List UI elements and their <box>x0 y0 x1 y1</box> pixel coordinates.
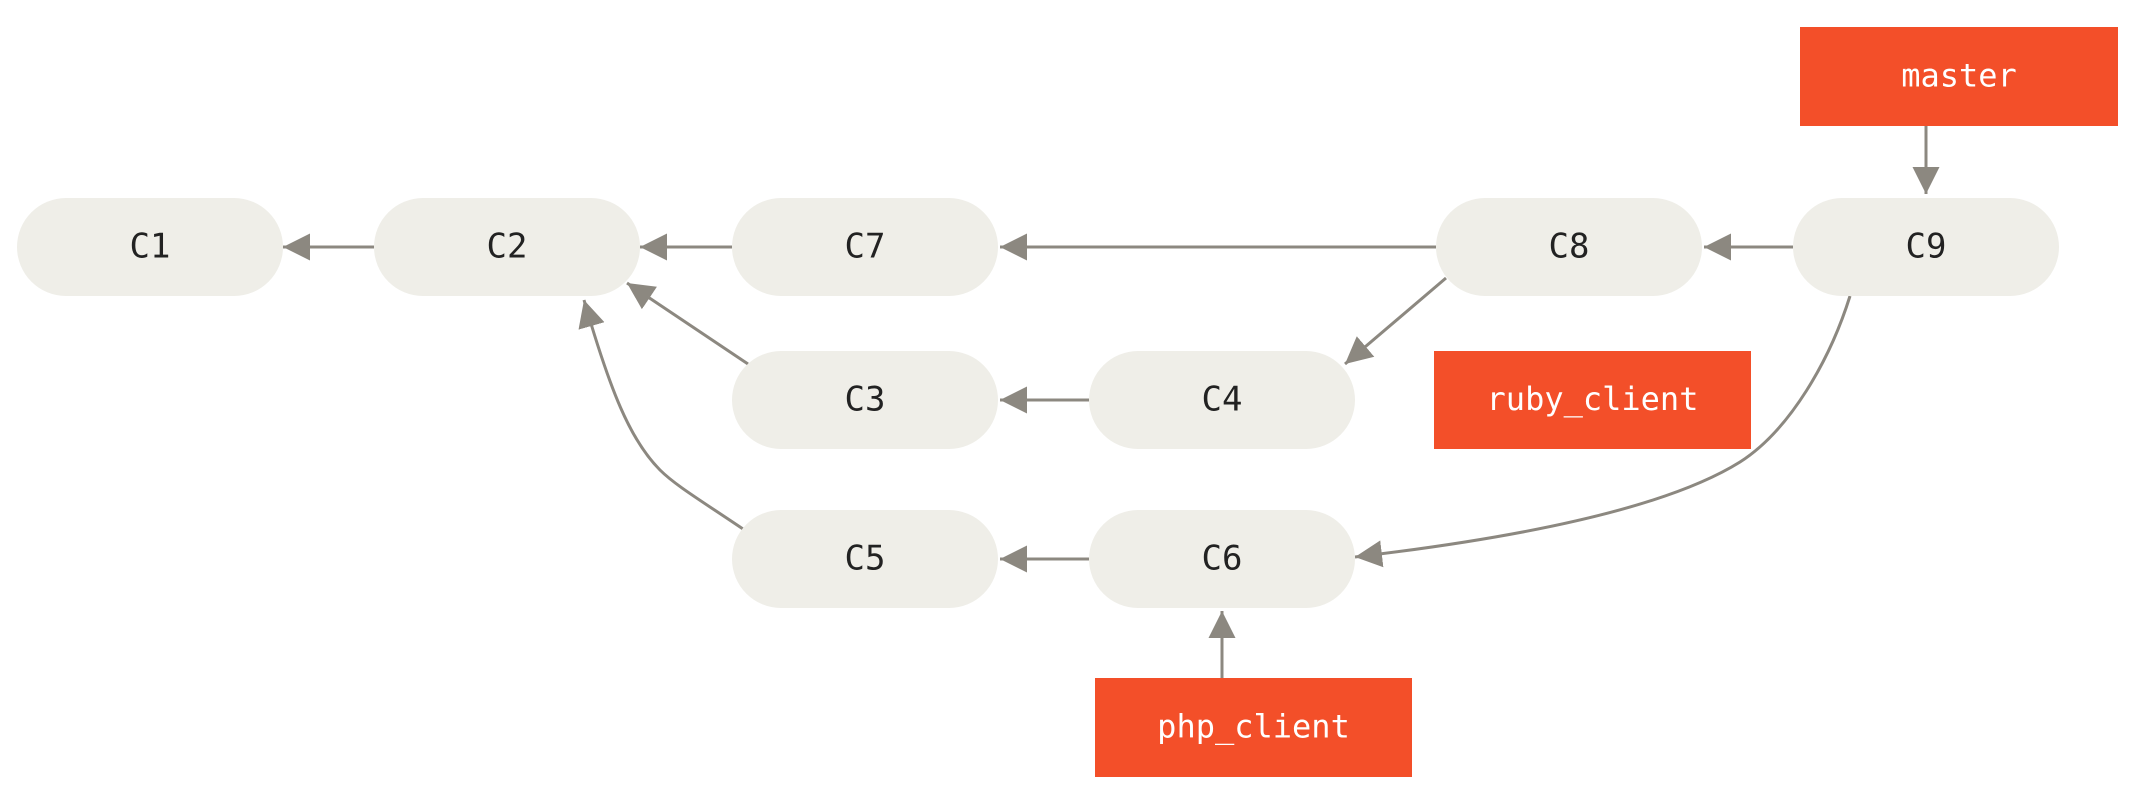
commit-label: C6 <box>1202 539 1243 579</box>
commit-node-c7[interactable]: C7 <box>732 198 998 296</box>
branch-label: ruby_client <box>1487 380 1699 418</box>
commit-shape <box>374 198 640 296</box>
commit-shape <box>732 351 998 449</box>
commit-node-c6[interactable]: C6 <box>1089 510 1355 608</box>
commit-label: C2 <box>487 227 528 267</box>
edge-c8-to-c4 <box>1344 276 1447 366</box>
commit-shape <box>1089 351 1355 449</box>
branch-shape <box>1800 27 2118 126</box>
edge-c5-to-c2 <box>578 299 744 531</box>
commit-label: C7 <box>845 227 886 267</box>
branch-master[interactable]: master <box>1800 27 2118 126</box>
commit-label: C3 <box>845 380 886 420</box>
commit-shape <box>1436 198 1702 296</box>
commit-shape <box>732 510 998 608</box>
commit-node-c8[interactable]: C8 <box>1436 198 1702 296</box>
commit-label: C9 <box>1906 227 1947 267</box>
commit-node-c4[interactable]: C4 <box>1089 351 1355 449</box>
commit-label: C4 <box>1202 380 1243 420</box>
branch-ruby-client[interactable]: ruby_client <box>1434 351 1751 449</box>
branch-php-client[interactable]: php_client <box>1095 678 1412 777</box>
commit-label: C5 <box>845 539 886 579</box>
commit-label: C1 <box>130 227 171 267</box>
edge-c3-to-c2 <box>626 281 749 366</box>
commit-shape <box>1089 510 1355 608</box>
edge-c9-to-c6 <box>1354 295 1852 568</box>
commit-node-c3[interactable]: C3 <box>732 351 998 449</box>
commit-shape <box>1793 198 2059 296</box>
branch-label: php_client <box>1157 708 1350 746</box>
edges-layer <box>283 126 1940 678</box>
branch-label: master <box>1901 57 2017 95</box>
commit-shape <box>17 198 283 296</box>
commit-shape <box>732 198 998 296</box>
branch-shape <box>1434 351 1751 449</box>
commit-node-c5[interactable]: C5 <box>732 510 998 608</box>
commit-node-c2[interactable]: C2 <box>374 198 640 296</box>
commit-node-c1[interactable]: C1 <box>17 198 283 296</box>
commit-label: C8 <box>1549 227 1590 267</box>
commit-node-c9[interactable]: C9 <box>1793 198 2059 296</box>
branch-shape <box>1095 678 1412 777</box>
